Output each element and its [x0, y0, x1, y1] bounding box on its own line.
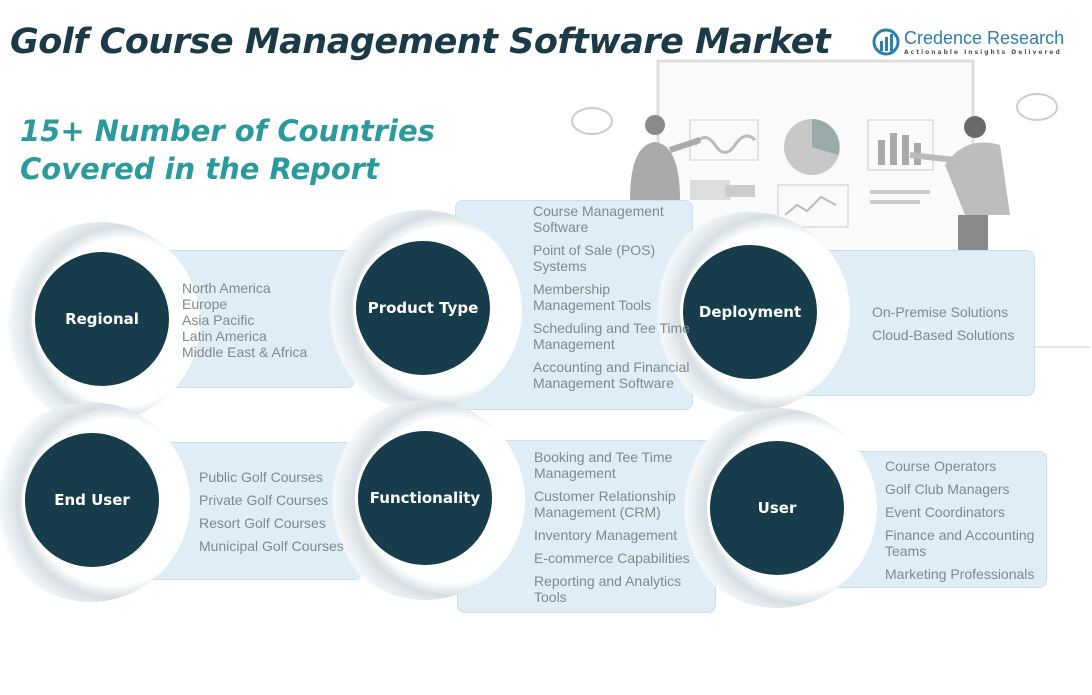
list-item: Accounting and Financial Management Soft…	[533, 359, 690, 391]
logo: Credence Research Actionable Insights De…	[872, 28, 1064, 56]
list-item: Reporting and Analytics Tools	[534, 573, 682, 605]
list-item: Cloud-Based Solutions	[872, 327, 1015, 343]
list-item: Middle East & Africa	[182, 344, 308, 360]
list-item: On-Premise Solutions	[872, 304, 1009, 320]
credence-logo-icon	[872, 28, 900, 56]
list-item: Private Golf Courses	[199, 492, 329, 508]
list-item: Municipal Golf Courses	[199, 538, 344, 554]
subtitle-line-1: 15+ Number of Countries	[20, 114, 435, 148]
product-type-circle: Product Type	[353, 238, 493, 378]
list-item: Public Golf Courses	[199, 469, 323, 485]
end-user-list: Public Golf Courses Private Golf Courses…	[199, 469, 344, 561]
list-item: Event Coordinators	[885, 504, 1005, 520]
list-item: Marketing Professionals	[885, 566, 1035, 582]
deployment-list: On-Premise Solutions Cloud-Based Solutio…	[872, 304, 1014, 350]
list-item: Course Operators	[885, 458, 997, 474]
functionality-circle: Functionality	[355, 428, 495, 568]
list-item: Resort Golf Courses	[199, 515, 326, 531]
list-item: Point of Sale (POS) Systems	[533, 242, 656, 274]
deployment-circle: Deployment	[680, 242, 820, 382]
list-item: Course Management Software	[533, 203, 664, 235]
end-user-circle: End User	[22, 430, 162, 570]
product-type-list: Course Management Software Point of Sale…	[533, 203, 693, 398]
logo-name: Credence Research	[904, 28, 1065, 48]
subtitle-line-2: Covered in the Report	[20, 152, 379, 186]
list-item: E-commerce Capabilities	[534, 550, 690, 566]
page-title: Golf Course Management Software Market	[10, 22, 831, 62]
list-item: Golf Club Managers	[885, 481, 1010, 497]
list-item: Inventory Management	[534, 527, 678, 543]
list-item: Membership Management Tools	[533, 281, 652, 313]
list-item: Finance and Accounting Teams	[885, 527, 1035, 559]
list-item: Asia Pacific	[182, 312, 255, 328]
logo-tagline: Actionable Insights Delivered	[904, 49, 1062, 56]
list-item: Europe	[182, 296, 228, 312]
list-item: Booking and Tee Time Management	[534, 449, 673, 481]
list-item: Customer Relationship Management (CRM)	[534, 488, 676, 520]
regional-list: North America Europe Asia Pacific Latin …	[182, 280, 307, 360]
list-item: Latin America	[182, 328, 267, 344]
user-circle: User	[707, 438, 847, 578]
list-item: Scheduling and Tee Time Management	[533, 320, 690, 352]
regional-circle: Regional	[32, 249, 172, 389]
functionality-list: Booking and Tee Time Management Customer…	[534, 449, 709, 612]
user-list: Course Operators Golf Club Managers Even…	[885, 458, 1045, 589]
subtitle: 15+ Number of Countries Covered in the R…	[20, 112, 435, 188]
list-item: North America	[182, 280, 271, 296]
